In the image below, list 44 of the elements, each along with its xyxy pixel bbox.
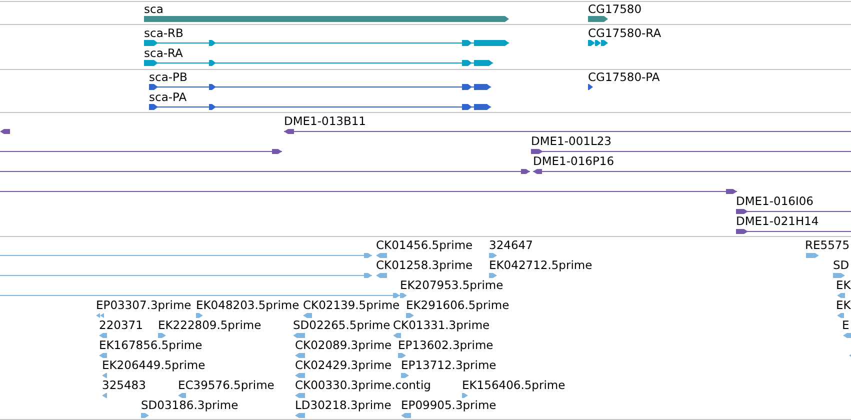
est-label: CK01331.3prime xyxy=(393,319,490,331)
est-label: EK222809.5prime xyxy=(158,319,262,331)
est-label: EK206449.5prime xyxy=(102,359,206,371)
est-label: RE5575 xyxy=(805,239,850,251)
clone-label: DME1-013B11 xyxy=(284,115,366,127)
clone-label: DME1-016I06 xyxy=(736,195,814,207)
protein-label: sca-PA xyxy=(149,91,187,103)
est-label: CK02429.3prime xyxy=(295,359,392,371)
est-label: CK01456.5prime xyxy=(376,239,473,251)
gene-label: CG17580 xyxy=(588,3,642,15)
clone-label: DME1-001L23 xyxy=(531,135,612,147)
est-label: E xyxy=(842,319,850,331)
est-label: SD02265.5prime xyxy=(293,319,390,331)
transcript-label: CG17580-RA xyxy=(588,27,662,39)
est-label: EP09905.3prime xyxy=(401,399,496,411)
clone-label: DME1-016P16 xyxy=(533,155,614,167)
est-label: EP13602.3prime xyxy=(398,339,494,351)
est-label: EK048203.5prime xyxy=(196,299,300,311)
est-label: SD03186.3prime xyxy=(141,399,238,411)
clone-label: DME1-021H14 xyxy=(736,215,819,227)
est-label: EK042712.5prime xyxy=(489,259,592,271)
est-label: CK02139.5prime xyxy=(303,299,400,311)
est-label: EK207953.5prime xyxy=(400,279,504,291)
est-label: 220371 xyxy=(99,319,143,331)
est-label: SD xyxy=(833,259,850,271)
est-label: EK xyxy=(836,299,851,311)
est-label: CK02089.3prime xyxy=(295,339,392,351)
transcript-label: sca-RB xyxy=(144,27,184,39)
est-label: EK291606.5prime xyxy=(406,299,510,311)
est-label: LD30218.3prime xyxy=(295,399,392,411)
est-label: EP03307.3prime xyxy=(96,299,192,311)
est-label: EK xyxy=(836,279,851,291)
est-label: EP13712.3prime xyxy=(401,359,496,371)
est-label: EK167856.5prime xyxy=(99,339,202,351)
gene-label: sca xyxy=(144,3,164,15)
est-label: CK00330.3prime.contig xyxy=(295,379,431,391)
est-label: 324647 xyxy=(489,239,533,251)
est-label: 325483 xyxy=(102,379,146,391)
est-label: CK01258.3prime xyxy=(376,259,473,271)
est-label: EK156406.5prime xyxy=(462,379,566,391)
protein-label: CG17580-PA xyxy=(588,71,660,83)
est-label: EC39576.5prime xyxy=(178,379,274,391)
protein-label: sca-PB xyxy=(149,71,188,83)
transcript-label: sca-RA xyxy=(144,47,183,59)
